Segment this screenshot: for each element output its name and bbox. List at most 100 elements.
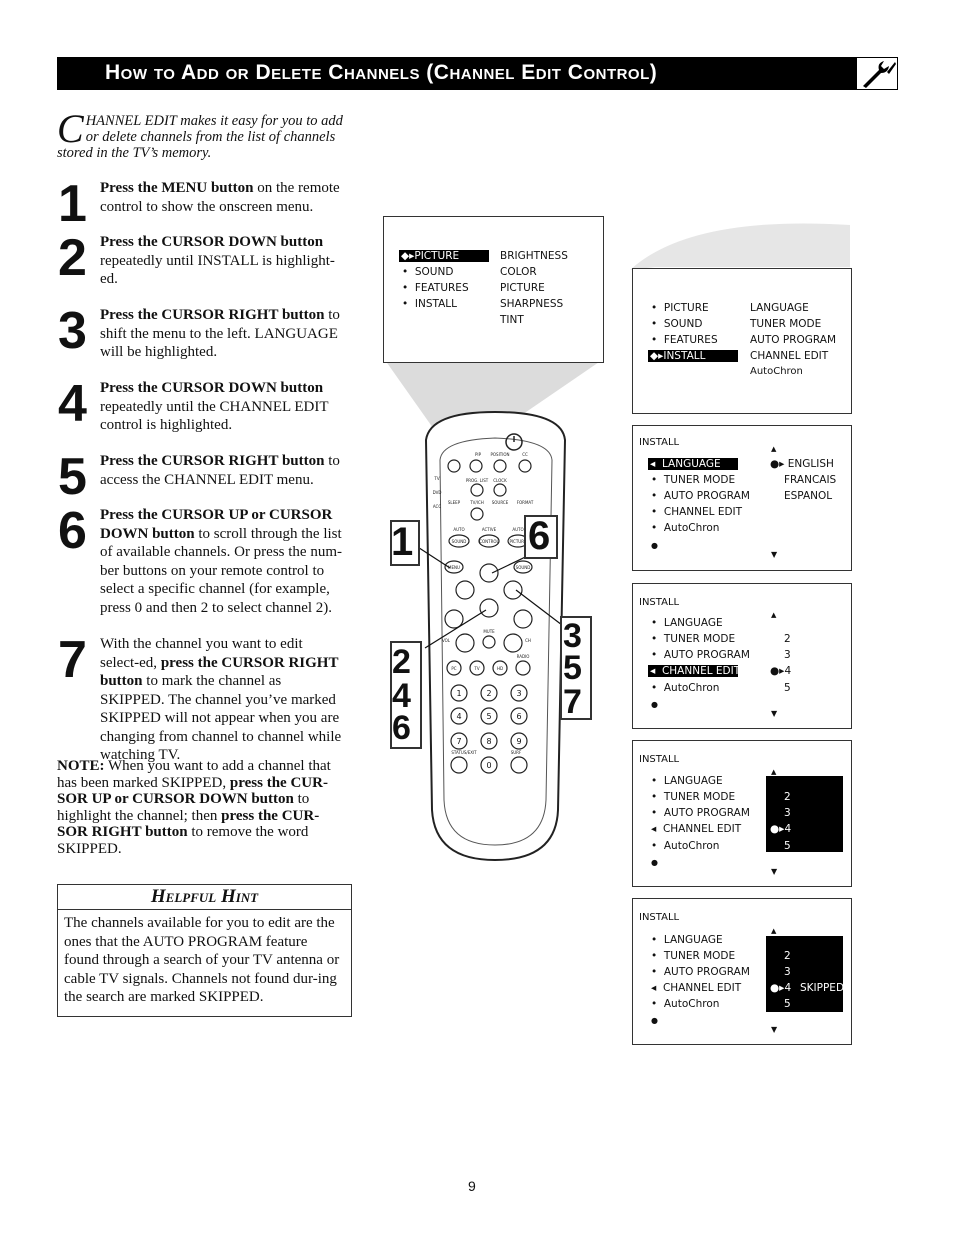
callout-box — [390, 520, 420, 566]
channel-number: 5 — [784, 998, 791, 1010]
intro-text: HANNEL EDIT makes it easy for you to add… — [57, 113, 343, 161]
submenu-item: ESPANOL — [784, 490, 833, 502]
down-arrow-icon: ▼ — [771, 709, 778, 718]
menu-item: • CHANNEL EDIT — [651, 506, 743, 518]
channel-list-highlight — [766, 776, 843, 852]
svg-text:CLOCK: CLOCK — [493, 478, 507, 483]
svg-text:5: 5 — [486, 712, 491, 721]
callout-number: 6 — [392, 709, 411, 747]
svg-text:SOUND: SOUND — [516, 565, 531, 570]
svg-text:3: 3 — [516, 689, 521, 698]
svg-text:DVD: DVD — [433, 490, 442, 495]
submenu-item: SHARPNESS — [500, 298, 564, 310]
submenu-item: LANGUAGE — [750, 302, 809, 314]
menu-item: • AutoChron — [651, 522, 720, 534]
callout-number: 5 — [563, 649, 582, 687]
callout-number: 6 — [528, 514, 551, 558]
svg-text:7: 7 — [456, 737, 461, 746]
menu-item: • AUTO PROGRAM — [651, 490, 750, 502]
svg-text:ACTIVE: ACTIVE — [482, 527, 497, 532]
svg-text:RADIO: RADIO — [517, 654, 530, 659]
menu-item-install: ◆▸INSTALL — [648, 350, 738, 362]
channel-number: 2 — [784, 950, 791, 962]
svg-text:1: 1 — [456, 689, 461, 698]
channel-number: 3 — [784, 649, 791, 661]
svg-text:2: 2 — [486, 689, 491, 698]
svg-text:4: 4 — [456, 712, 461, 721]
note-paragraph: NOTE: When you want to add a channel tha… — [57, 758, 331, 857]
page-number: 9 — [468, 1178, 476, 1194]
callout-number: 4 — [392, 677, 411, 715]
svg-text:0: 0 — [486, 761, 491, 770]
svg-text:CH: CH — [525, 638, 531, 643]
up-arrow-icon: ▲ — [771, 445, 777, 453]
svg-text:TV: TV — [473, 666, 479, 671]
scroll-icon: ● — [651, 1016, 658, 1025]
svg-text:ACC: ACC — [433, 504, 441, 509]
onscreen-menu-channel-list: INSTALL ▲ • LANGUAGE • TUNER MODE • AUTO… — [632, 740, 852, 887]
svg-text:AUTO: AUTO — [512, 527, 523, 532]
channel-number: ●▸4 — [770, 982, 792, 994]
submenu-item: CHANNEL EDIT — [750, 350, 829, 362]
onscreen-menu-main: ◆▸PICTURE • SOUND • FEATURES • INSTALL B… — [383, 216, 604, 363]
menu-title: INSTALL — [639, 754, 680, 765]
menu-item-language: ◂ LANGUAGE — [648, 458, 738, 470]
menu-item-picture: ◆▸PICTURE — [399, 250, 489, 262]
step-number: 4 — [58, 375, 87, 433]
menu-item: • AUTO PROGRAM — [651, 649, 750, 661]
submenu-item: BRIGHTNESS — [500, 250, 568, 262]
down-arrow-icon: ▼ — [771, 550, 778, 559]
channel-number: 3 — [784, 966, 791, 978]
step-number: 5 — [58, 448, 87, 506]
skipped-label: SKIPPED — [800, 982, 845, 994]
step-number: 7 — [58, 631, 87, 689]
up-arrow-icon: ▲ — [771, 768, 777, 776]
hint-title: Helpful Hint — [58, 885, 351, 910]
channel-number: 3 — [784, 807, 791, 819]
hint-text: The channels available for you to edit a… — [64, 915, 340, 1005]
submenu-item: PICTURE — [500, 282, 545, 294]
step-text: Press the CURSOR RIGHT button to shift t… — [100, 307, 340, 360]
step-number: 2 — [58, 229, 87, 287]
onscreen-menu-language: INSTALL ▲ ◂ LANGUAGE • TUNER MODE • AUTO… — [632, 425, 852, 571]
svg-text:CONTROL: CONTROL — [479, 539, 499, 544]
menu-item: • LANGUAGE — [651, 775, 723, 787]
onscreen-menu-channel-edit: INSTALL ▲ • LANGUAGE • TUNER MODE • AUTO… — [632, 583, 852, 729]
down-arrow-icon: ▼ — [771, 867, 778, 876]
menu-item: ◂ CHANNEL EDIT — [651, 823, 742, 835]
menu-item: • PICTURE — [651, 302, 709, 314]
svg-text:VOL: VOL — [442, 638, 451, 643]
submenu-item: ●▸ ENGLISH — [770, 458, 834, 470]
svg-text:SURF: SURF — [511, 750, 522, 755]
svg-text:TV/ICH: TV/ICH — [469, 500, 484, 505]
wrench-screwdriver-icon — [857, 58, 897, 89]
page-title: How to Add or Delete Channels (Channel E… — [105, 61, 658, 84]
svg-text:POSITION: POSITION — [490, 452, 509, 457]
channel-list-highlight — [766, 936, 843, 1012]
menu-item: • SOUND — [402, 266, 454, 278]
svg-text:SLEEP: SLEEP — [448, 500, 461, 505]
scroll-icon: ● — [651, 858, 658, 867]
svg-text:TV: TV — [433, 476, 439, 481]
callout-box — [560, 616, 592, 720]
svg-text:MENU: MENU — [448, 565, 460, 570]
onscreen-menu-install: • PICTURE • SOUND • FEATURES ◆▸INSTALL L… — [632, 268, 852, 414]
onscreen-menu-skipped: INSTALL ▲ • LANGUAGE • TUNER MODE • AUTO… — [632, 898, 852, 1045]
menu-item: • TUNER MODE — [651, 791, 736, 803]
svg-text:PIP: PIP — [475, 452, 482, 457]
step-text: With the channel you want to edit select… — [100, 636, 342, 763]
menu-item: • FEATURES — [402, 282, 469, 294]
menu-item: • LANGUAGE — [651, 934, 723, 946]
submenu-item: FRANCAIS — [784, 474, 837, 486]
step-number: 3 — [58, 302, 87, 360]
up-arrow-icon: ▲ — [771, 611, 777, 619]
menu-title: INSTALL — [639, 597, 680, 608]
submenu-item: AutoChron — [750, 366, 803, 377]
step-number: 6 — [58, 502, 87, 560]
drop-cap: C — [57, 106, 84, 151]
menu-item: • AutoChron — [651, 998, 720, 1010]
channel-number: ●▸4 — [770, 665, 792, 677]
svg-text:SOUND: SOUND — [452, 539, 467, 544]
svg-text:PC: PC — [451, 666, 456, 671]
